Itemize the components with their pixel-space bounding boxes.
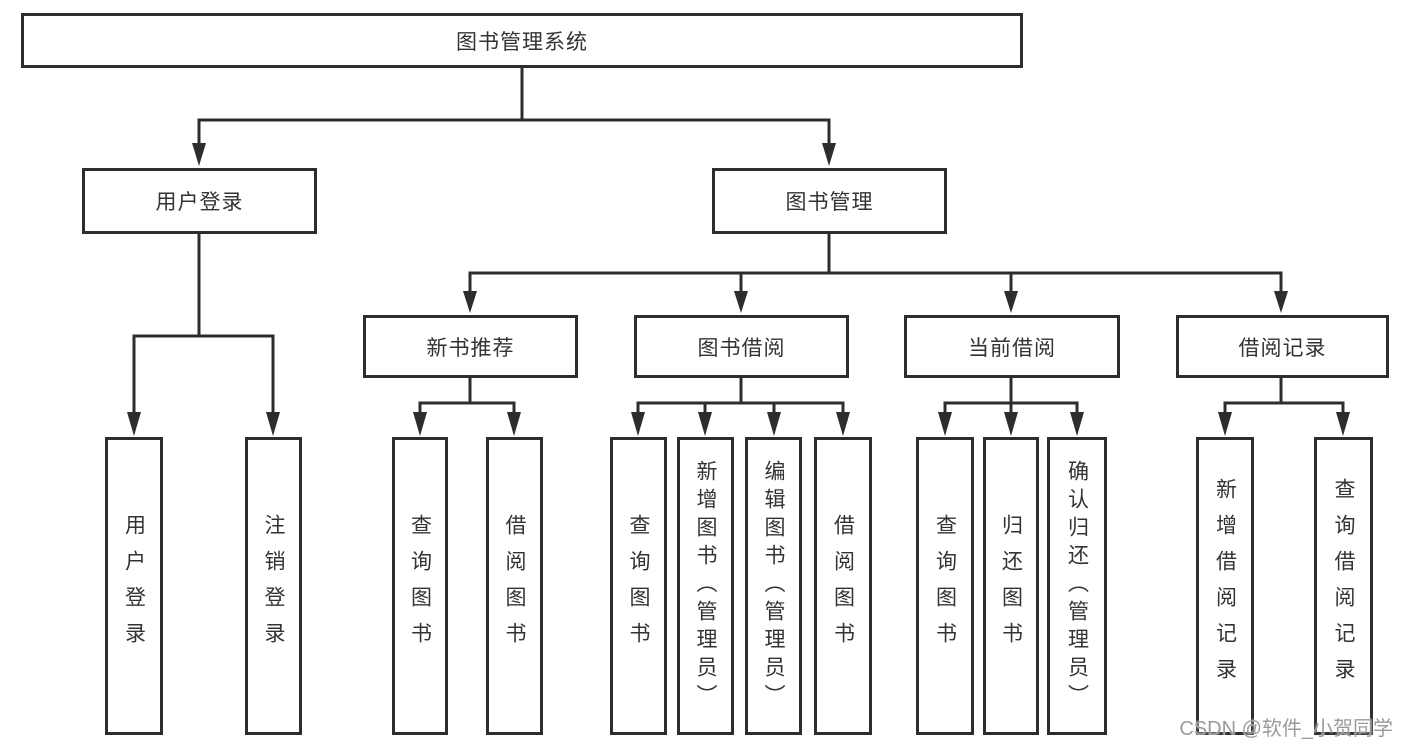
leaf-query-books-1: 查询图书 [392, 437, 448, 735]
leaf-query-books-2: 查询图书 [610, 437, 667, 735]
node-label: 查询图书 [627, 514, 650, 658]
node-label: 确认归还（管理员） [1065, 460, 1089, 712]
node-label: 新增借阅记录 [1213, 478, 1237, 694]
node-book-mgmt: 图书管理 [712, 168, 947, 234]
node-borrow-records: 借阅记录 [1176, 315, 1389, 378]
leaf-query-books-3: 查询图书 [916, 437, 974, 735]
leaf-return-books: 归还图书 [983, 437, 1039, 735]
watermark: CSDN @软件_小贺同学 [1179, 718, 1393, 740]
arrowheads [127, 143, 1350, 436]
node-label: 借阅图书 [503, 514, 526, 658]
node-label: 用户登录 [122, 514, 146, 658]
node-label: 借阅记录 [1238, 336, 1327, 360]
node-label: 图书借阅 [697, 336, 786, 360]
node-label: 新书推荐 [426, 336, 515, 360]
node-current-borrow: 当前借阅 [904, 315, 1120, 378]
node-label: 查询图书 [408, 514, 432, 658]
leaf-borrow-books-2: 借阅图书 [814, 437, 872, 735]
leaf-add-borrow-record: 新增借阅记录 [1196, 437, 1254, 735]
node-label: 当前借阅 [968, 336, 1056, 360]
leaf-logout: 注销登录 [245, 437, 302, 735]
node-user-login: 用户登录 [82, 168, 317, 234]
node-label: 用户登录 [155, 191, 244, 214]
leaf-user-login: 用户登录 [105, 437, 163, 735]
node-label: 借阅图书 [831, 514, 855, 658]
node-new-books: 新书推荐 [363, 315, 578, 378]
node-label: 查询借阅记录 [1332, 478, 1355, 694]
node-label: 图书管理 [785, 191, 874, 214]
leaf-add-books-admin: 新增图书（管理员） [677, 437, 734, 735]
node-label: 查询图书 [933, 514, 957, 658]
node-label: 归还图书 [999, 514, 1023, 658]
node-root: 图书管理系统 [21, 13, 1023, 68]
leaf-borrow-books-1: 借阅图书 [486, 437, 543, 735]
node-label: 新增图书（管理员） [694, 460, 717, 712]
node-label: 注销登录 [262, 514, 285, 658]
leaf-confirm-return-admin: 确认归还（管理员） [1047, 437, 1107, 735]
leaf-edit-books-admin: 编辑图书（管理员） [745, 437, 802, 735]
leaf-query-borrow-record: 查询借阅记录 [1314, 437, 1373, 735]
node-book-borrow: 图书借阅 [634, 315, 849, 378]
node-label: 图书管理系统 [456, 30, 588, 54]
node-label: 编辑图书（管理员） [762, 460, 785, 712]
